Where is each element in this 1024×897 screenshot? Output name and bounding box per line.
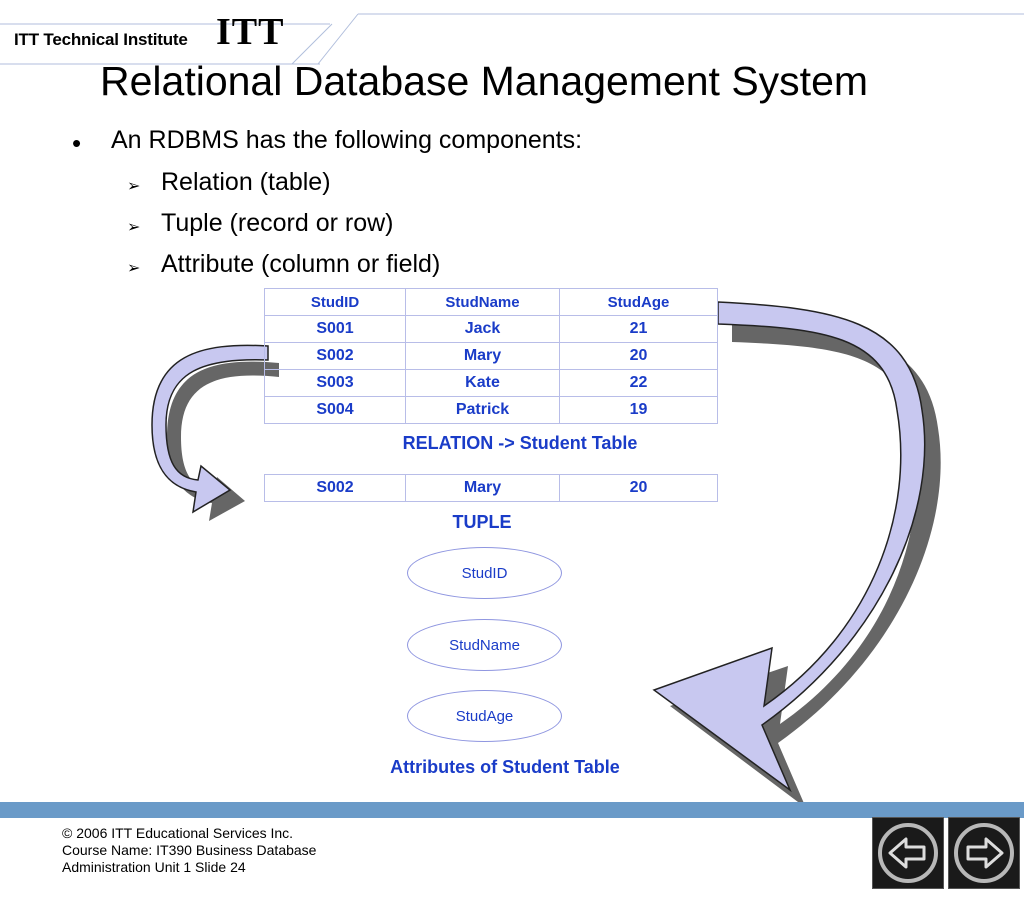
arrow-right-icon [954,823,1014,883]
bullet-text: An RDBMS has the following components: [111,126,583,154]
bullet-dot-icon: • [72,128,82,158]
attribute-ellipse-studage: StudAge [407,690,562,742]
attribute-ellipse-studid: StudID [407,547,562,599]
relation-table: StudID StudName StudAge S001 Jack 21 S00… [264,288,718,424]
tuple-row: S002 Mary 20 [264,474,718,502]
table-header-row: StudID StudName StudAge [264,288,718,316]
footer-course-line-1: Course Name: IT390 Business Database [62,842,317,858]
attributes-caption: Attributes of Student Table [390,757,620,777]
table-cell: S001 [264,315,406,343]
attribute-ellipse-studname: StudName [407,619,562,671]
tuple-cell: 20 [559,474,718,502]
sub-bullet-arrow-icon: ➢ [127,260,141,277]
tuple-cell: Mary [405,474,560,502]
table-cell: Jack [405,315,560,343]
footer-copyright: © 2006 ITT Educational Services Inc. [62,825,294,841]
table-cell: 20 [559,342,718,370]
table-header-cell: StudID [264,288,406,316]
table-cell: 22 [559,369,718,397]
sub-bullet-arrow-icon: ➢ [127,219,141,236]
table-row: S002 Mary 20 [264,342,718,370]
footer-bar [0,802,1024,818]
footer-course-line-2: Administration Unit 1 Slide 24 [62,859,246,875]
left-arrow [151,344,269,514]
header-rule-slant-2 [317,13,359,65]
sub-bullet-attribute: Attribute (column or field) [161,250,441,278]
slide-title: Relational Database Management System [100,58,869,104]
sub-bullet-tuple: Tuple (record or row) [161,209,394,237]
left-arrow-shadow [167,361,279,521]
itt-logo: ITT [216,11,285,53]
arrow-left-icon [878,823,938,883]
table-header-cell: StudName [405,288,560,316]
table-cell: 19 [559,396,718,424]
table-cell: Kate [405,369,560,397]
right-arrow [652,301,926,793]
table-cell: 21 [559,315,718,343]
footer-info: © 2006 ITT Educational Services Inc. Cou… [62,825,316,876]
table-cell: S003 [264,369,406,397]
table-cell: Mary [405,342,560,370]
header-rule-slant-1 [291,23,333,65]
tuple-caption: TUPLE [452,512,512,532]
table-cell: S002 [264,342,406,370]
previous-slide-button[interactable] [872,817,944,889]
relation-caption: RELATION -> Student Table [402,433,638,453]
table-cell: Patrick [405,396,560,424]
tuple-cell: S002 [264,474,406,502]
sub-bullet-arrow-icon: ➢ [127,178,141,195]
next-slide-button[interactable] [948,817,1020,889]
tuple-table: S002 Mary 20 [264,474,718,502]
table-header-cell: StudAge [559,288,718,316]
table-row: S004 Patrick 19 [264,396,718,424]
table-row: S001 Jack 21 [264,315,718,343]
sub-bullet-relation: Relation (table) [161,168,331,196]
institute-name: ITT Technical Institute [14,30,188,49]
table-row: S003 Kate 22 [264,369,718,397]
table-cell: S004 [264,396,406,424]
